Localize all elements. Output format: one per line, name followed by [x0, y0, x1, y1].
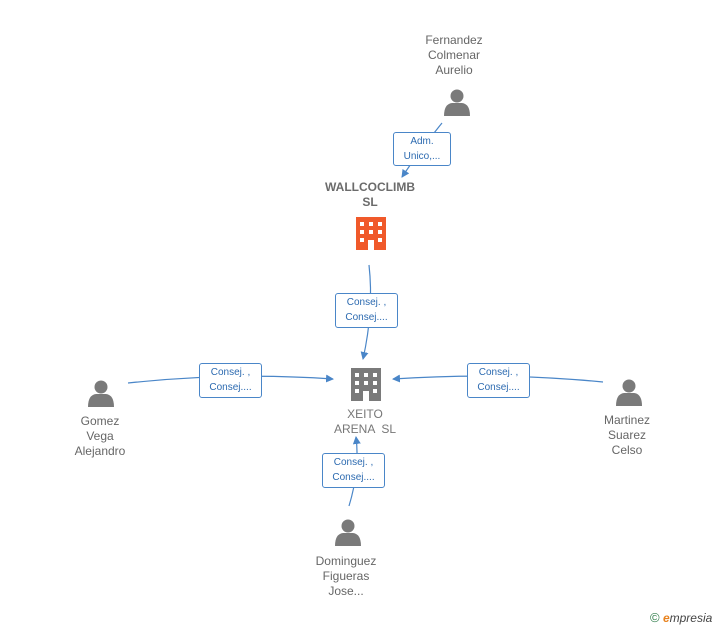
person-label-gomez[interactable]: Gomez Vega Alejandro	[50, 414, 150, 459]
person-icon[interactable]	[335, 519, 361, 547]
label-line: WALLCOCLIMB	[325, 180, 415, 194]
label-line: Fernandez	[425, 33, 483, 47]
label-line: Consej. ,	[478, 367, 519, 378]
brand-name: mpresia	[669, 611, 713, 625]
label-line: Consej....	[477, 382, 520, 393]
person-icon[interactable]	[444, 89, 470, 117]
label-line: Jose...	[328, 584, 364, 598]
edge-label-martinez-xeito[interactable]: Consej. , Consej....	[467, 363, 530, 398]
brand-initial: e	[662, 611, 670, 625]
label-line: Suarez	[607, 428, 647, 442]
label-line: Alejandro	[74, 444, 126, 458]
person-icon[interactable]	[616, 379, 642, 407]
company-label-xeito[interactable]: XEITO ARENA SL	[305, 407, 425, 437]
edge-label-wallcoclimb-xeito[interactable]: Consej. , Consej....	[335, 293, 398, 328]
edge-label-gomez-xeito[interactable]: Consej. , Consej....	[199, 363, 262, 398]
label-line: Aurelio	[435, 63, 473, 77]
person-label-fernandez[interactable]: Fernandez Colmenar Aurelio	[404, 33, 504, 78]
label-line: Consej....	[209, 382, 252, 393]
building-icon[interactable]	[351, 368, 381, 401]
label-line: Colmenar	[427, 48, 481, 62]
label-line: XEITO	[347, 407, 383, 421]
edge-label-fernandez-wallcoclimb[interactable]: Adm. Unico,...	[393, 132, 451, 166]
person-icon[interactable]	[88, 380, 114, 408]
label-line: SL	[362, 195, 378, 209]
empresia-logo[interactable]: © empresia	[650, 610, 712, 625]
label-line: Consej....	[332, 472, 375, 483]
label-line: Figueras	[322, 569, 370, 583]
label-line: Consej. ,	[210, 367, 251, 378]
edge-label-dominguez-xeito[interactable]: Consej. , Consej....	[322, 453, 385, 488]
person-label-dominguez[interactable]: Dominguez Figueras Jose...	[296, 554, 396, 599]
person-label-martinez[interactable]: Martinez Suarez Celso	[577, 413, 677, 458]
label-line: Adm.	[410, 136, 434, 147]
label-line: Dominguez	[315, 554, 377, 568]
label-line: Vega	[86, 429, 114, 443]
label-line: Consej. ,	[346, 297, 387, 308]
label-line: Gomez	[80, 414, 120, 428]
label-line: Consej. ,	[333, 457, 374, 468]
company-label-wallcoclimb[interactable]: WALLCOCLIMB SL	[310, 180, 430, 210]
label-line: Unico,...	[403, 151, 441, 162]
copyright-icon: ©	[650, 610, 660, 625]
label-line: Martinez	[603, 413, 650, 427]
label-line: Consej....	[345, 312, 388, 323]
label-line: Celso	[611, 443, 643, 457]
label-line: ARENA SL	[333, 422, 397, 436]
building-icon[interactable]	[356, 217, 386, 250]
